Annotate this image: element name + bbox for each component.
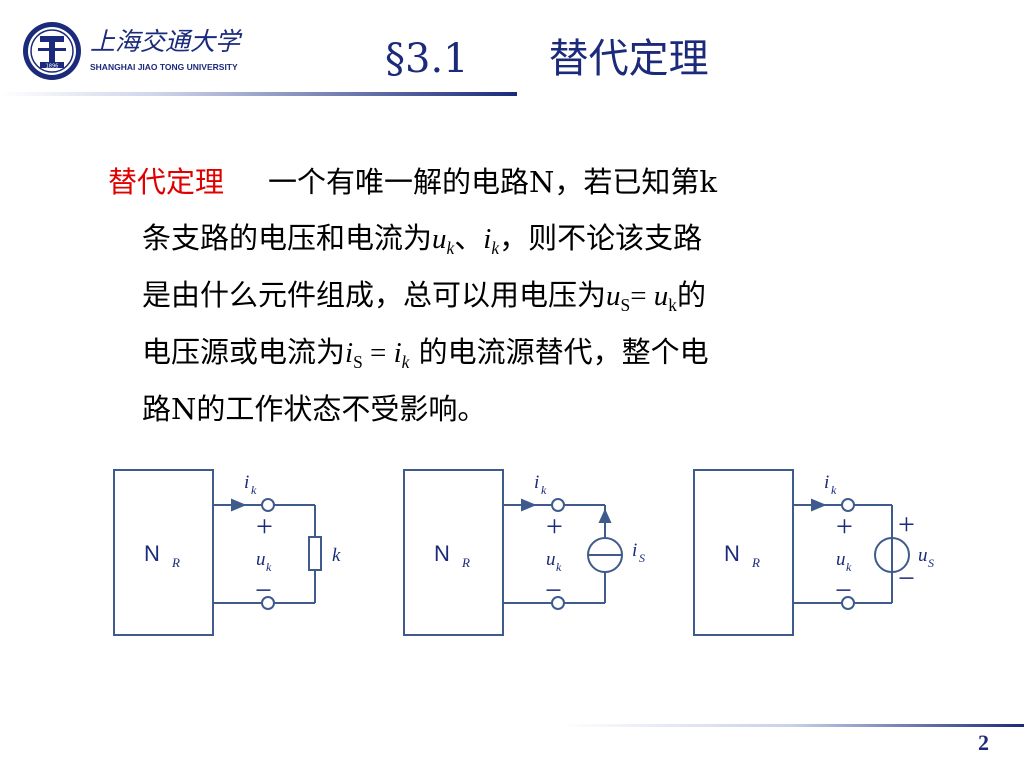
source-arrow (598, 508, 612, 523)
resistor-label: k (332, 545, 341, 566)
resistor-symbol (308, 536, 322, 571)
circuit-diagrams: N R i k + u k − k N R i k + u k − i S N … (113, 469, 934, 636)
terminal-bottom (261, 596, 275, 610)
source-minus-sign: − (898, 562, 915, 595)
theorem-name: 替代定理 (108, 165, 225, 199)
plus-sign: + (836, 510, 853, 543)
title-underline (0, 92, 517, 96)
svg-text:k: k (556, 560, 562, 574)
minus-sign: − (545, 574, 562, 607)
network-label: N (144, 541, 160, 566)
slide-title: §3.1 替代定理 (385, 36, 709, 82)
circuit-voltage-source (693, 469, 910, 636)
voltage-symbol: u (432, 223, 447, 255)
svg-text:k: k (251, 483, 257, 497)
page-number: 2 (978, 730, 989, 755)
current-source-label: i (632, 540, 637, 561)
paragraph-line-4: 电压源或电流为iS = ik 的电流源替代，整个电 (142, 335, 709, 373)
network-box (403, 469, 504, 636)
source-plus-sign: + (898, 508, 915, 541)
logo-year: 1896 (46, 64, 59, 70)
current-arrow (521, 498, 537, 512)
svg-text:k: k (266, 560, 272, 574)
network-box (693, 469, 794, 636)
terminal-top (841, 498, 855, 512)
network-sub: R (171, 555, 180, 570)
paragraph-line-5: 路N的工作状态不受影响。 (142, 392, 487, 426)
terminal-top (551, 498, 565, 512)
minus-sign: − (255, 574, 272, 607)
svg-text:S: S (639, 551, 645, 565)
svg-text:k: k (831, 483, 837, 497)
current-label: i (244, 472, 249, 493)
line-1-text: 一个有唯一解的电路N，若已知第k (268, 165, 717, 199)
circuit-resistor (113, 469, 322, 636)
current-label: i (824, 472, 829, 493)
network-sub: R (751, 555, 760, 570)
current-arrow (811, 498, 827, 512)
current-arrow (231, 498, 247, 512)
current-symbol: i (483, 223, 492, 255)
current-label: i (534, 472, 539, 493)
svg-text:k: k (541, 483, 547, 497)
voltage-source-label: u (918, 545, 928, 566)
terminal-bottom (551, 596, 565, 610)
paragraph-line-3: 是由什么元件组成，总可以用电压为uS= uk的 (142, 278, 707, 316)
paragraph-line-1: 替代定理 一个有唯一解的电路N，若已知第k (108, 154, 928, 210)
footer-rule (560, 724, 1024, 727)
paragraph-line-2: 条支路的电压和电流为uk、ik，则不论该支路 (142, 221, 703, 259)
voltage-label: u (546, 549, 556, 570)
terminal-bottom (841, 596, 855, 610)
plus-sign: + (256, 510, 273, 543)
university-logo: 1896 上海交通大学 SHANGHAI JIAO TONG UNIVERSIT… (23, 22, 243, 80)
network-box (113, 469, 214, 636)
circuit-current-source (403, 469, 623, 636)
emblem-icon: 1896 (23, 22, 81, 80)
voltage-label: u (836, 549, 846, 570)
terminal-top (261, 498, 275, 512)
voltage-label: u (256, 549, 266, 570)
svg-text:S: S (928, 556, 934, 570)
theorem-paragraph: 替代定理 一个有唯一解的电路N，若已知第k 条支路的电压和电流为uk、ik，则不论… (108, 154, 928, 437)
minus-sign: − (835, 574, 852, 607)
logo-english-name: SHANGHAI JIAO TONG UNIVERSITY (90, 62, 238, 72)
plus-sign: + (546, 510, 563, 543)
network-label: N (724, 541, 740, 566)
network-sub: R (461, 555, 470, 570)
svg-text:k: k (846, 560, 852, 574)
logo-chinese-name: 上海交通大学 (90, 27, 243, 56)
network-label: N (434, 541, 450, 566)
